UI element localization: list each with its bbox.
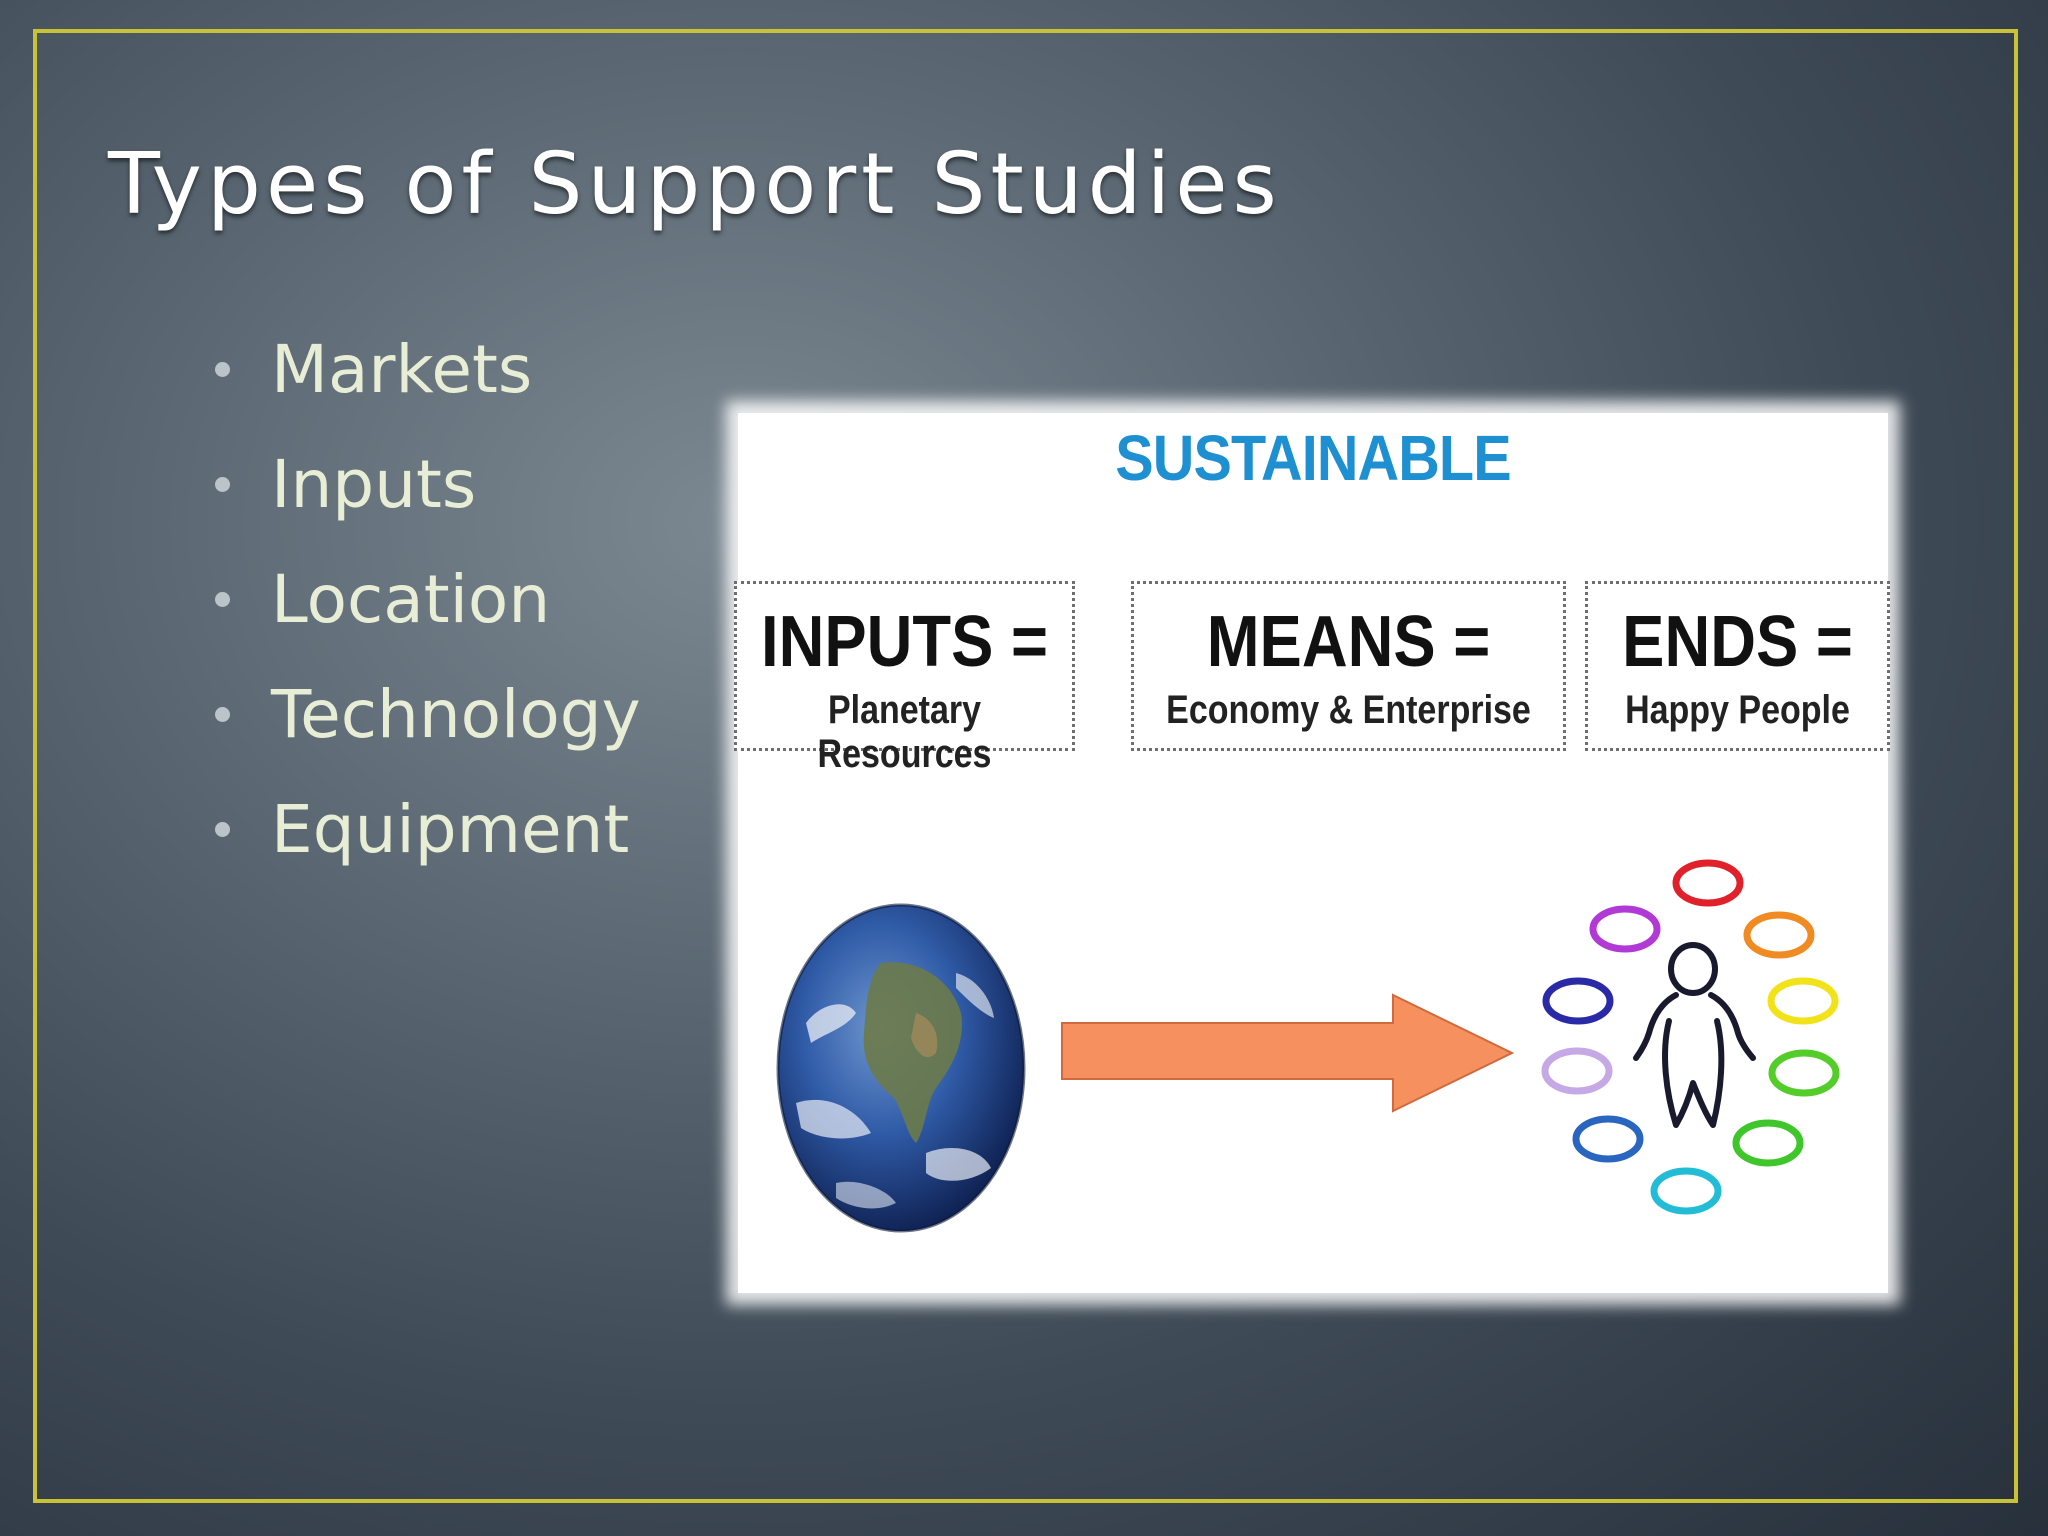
earth-globe-icon	[776, 903, 1026, 1233]
bullet-dot-icon	[215, 477, 230, 492]
inputs-subtitle: Planetary Resources	[817, 688, 992, 776]
bullet-text: Equipment	[271, 791, 630, 868]
bullet-item: Location	[205, 550, 641, 665]
bullet-text: Inputs	[271, 446, 477, 523]
bullet-dot-icon	[215, 822, 230, 837]
bullet-item: Inputs	[205, 435, 641, 550]
bullet-text: Technology	[271, 676, 641, 753]
diagram-heading: SUSTAINABLE	[1115, 422, 1511, 494]
sustainable-diagram-image: SUSTAINABLE INPUTS = Planetary Resources…	[734, 413, 1890, 1293]
means-box: MEANS = Economy & Enterprise	[1131, 581, 1566, 751]
bullet-item: Markets	[205, 320, 641, 435]
bullet-text: Markets	[271, 331, 533, 408]
slide-title: Types of Support Studies	[108, 135, 1282, 234]
happy-people-icon	[1541, 859, 1840, 1215]
slide-frame	[33, 29, 2018, 1503]
inputs-title: INPUTS =	[761, 602, 1048, 682]
means-subtitle: Economy & Enterprise	[1166, 688, 1531, 732]
bullet-dot-icon	[215, 362, 230, 377]
bullet-dot-icon	[215, 707, 230, 722]
ends-title: ENDS =	[1622, 602, 1853, 682]
inputs-box: INPUTS = Planetary Resources	[734, 581, 1075, 776]
ends-box: ENDS = Happy People	[1585, 581, 1890, 751]
ends-subtitle: Happy People	[1625, 688, 1850, 732]
bullet-text: Location	[271, 561, 551, 638]
bullet-item: Equipment	[205, 780, 641, 895]
flow-arrow-icon	[1061, 993, 1515, 1113]
means-title: MEANS =	[1206, 602, 1491, 682]
bullet-item: Technology	[205, 665, 641, 780]
bullet-list: Markets Inputs Location Technology Equip…	[205, 320, 641, 895]
bullet-dot-icon	[215, 592, 230, 607]
